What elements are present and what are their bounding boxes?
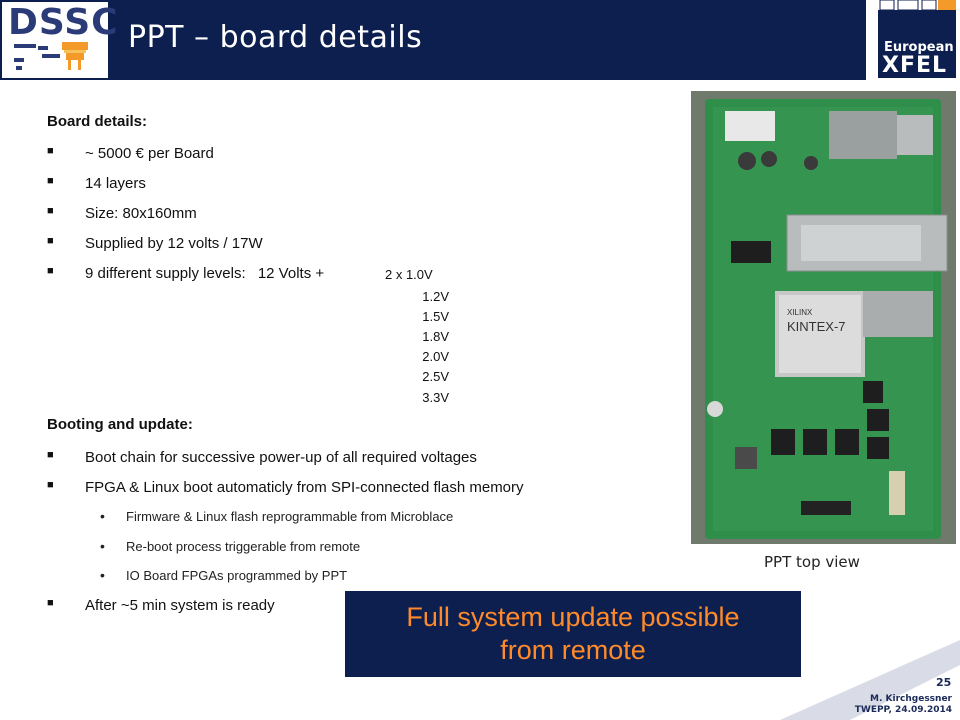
square-bullet-icon: ■ (47, 175, 54, 187)
supply-level: 2.5V (422, 369, 449, 384)
pcb-board-illustration: XILINX KINTEX-7 (691, 91, 956, 544)
page-number: 25 (936, 676, 952, 689)
callout-line2: from remote (500, 635, 646, 665)
european-xfel-logo: European XFEL (876, 0, 960, 80)
xfel-logo-box (878, 10, 956, 78)
photo-caption: PPT top view (764, 553, 860, 571)
board-photo: XILINX KINTEX-7 (691, 91, 956, 544)
square-bullet-icon: ■ (47, 597, 54, 609)
callout-box: Full system update possible from remote (345, 591, 801, 677)
dot-bullet-icon: • (100, 538, 105, 554)
supply-level: 3.3V (422, 390, 449, 405)
square-bullet-icon: ■ (47, 235, 54, 247)
dot-bullet-icon: • (100, 567, 105, 583)
square-bullet-icon: ■ (47, 479, 54, 491)
slide-header: DSSC PPT – board details European XFEL (0, 0, 960, 80)
square-bullet-icon: ■ (47, 265, 54, 277)
dssc-logo-text: DSSC (8, 2, 119, 43)
supply-levels-label: 9 different supply levels: (85, 265, 246, 282)
square-bullet-icon: ■ (47, 205, 54, 217)
square-bullet-icon: ■ (47, 145, 54, 157)
author-name: M. Kirchgessner (870, 694, 952, 704)
supply-level: 1.5V (422, 309, 449, 324)
supply-level-first: 2 x 1.0V (385, 267, 433, 282)
footer-author: M. Kirchgessner TWEPP, 24.09.2014 (855, 694, 952, 716)
xfel-logo-line1: European (884, 40, 954, 55)
dssc-logo: DSSC (2, 2, 118, 78)
dssc-logo-icon (14, 42, 88, 70)
supply-level: 2.0V (422, 349, 449, 364)
booting-update-heading: Booting and update: (47, 416, 193, 433)
xfel-logo-line2: XFEL (882, 53, 948, 78)
board-details-heading: Board details: (47, 113, 148, 130)
supply-level: 1.2V (422, 289, 449, 304)
dot-bullet-icon: • (100, 508, 105, 524)
supply-prefix: 12 Volts + (257, 265, 325, 282)
callout-line1: Full system update possible (406, 602, 740, 632)
supply-level: 1.8V (422, 329, 449, 344)
chip-name-label: KINTEX-7 (787, 319, 846, 334)
header-band (0, 0, 866, 80)
event-name: TWEPP, 24.09.2014 (854, 705, 952, 715)
square-bullet-icon: ■ (47, 449, 54, 461)
chip-brand-label: XILINX (787, 308, 813, 317)
slide-title: PPT – board details (128, 20, 423, 55)
